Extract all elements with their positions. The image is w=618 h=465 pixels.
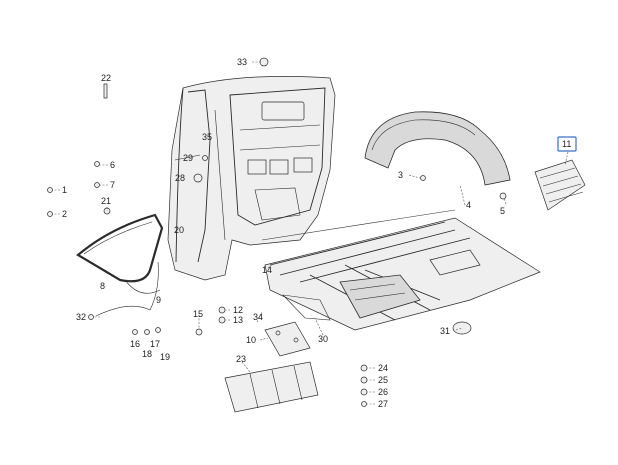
callout-30: 30 (318, 334, 328, 344)
callout-34: 34 (253, 312, 263, 322)
callout-32: 32 (76, 312, 86, 322)
callout-28: 28 (175, 173, 185, 183)
callout-31: 31 (440, 326, 450, 336)
callout-29: 29 (183, 153, 193, 163)
callout-4: 4 (466, 200, 471, 210)
floor-plate (264, 321, 311, 357)
callout-15: 15 (193, 309, 203, 319)
callout-25: 25 (378, 375, 388, 385)
callout-11-highlight-box (557, 136, 577, 152)
wiring-harness (95, 261, 161, 317)
callout-33: 33 (237, 57, 247, 67)
callout-22: 22 (101, 73, 111, 83)
callout-5: 5 (500, 206, 505, 216)
callout-3: 3 (398, 170, 403, 180)
callout-16: 16 (130, 339, 140, 349)
fasteners (47, 57, 507, 407)
callout-19: 19 (160, 352, 170, 362)
callout-9: 9 (156, 295, 161, 305)
callout-18: 18 (142, 349, 152, 359)
callout-labels: 1 2 3 4 5 6 7 8 9 10 11 12 13 14 15 16 1… (62, 57, 577, 409)
cab-frame (167, 76, 336, 281)
callout-27: 27 (378, 399, 388, 409)
side-grille-part-11 (534, 159, 586, 211)
callout-6: 6 (110, 160, 115, 170)
bracket (282, 294, 331, 321)
callout-24: 24 (378, 363, 388, 373)
chassis-floor (261, 209, 541, 331)
callout-23: 23 (236, 354, 246, 364)
leader-lines (52, 61, 569, 405)
callout-17: 17 (150, 339, 160, 349)
callout-7: 7 (110, 180, 115, 190)
callout-14: 14 (262, 265, 272, 275)
callout-2: 2 (62, 209, 67, 219)
rear-fender (364, 111, 511, 186)
callout-21: 21 (101, 196, 111, 206)
callout-26: 26 (378, 387, 388, 397)
door-panel (76, 213, 164, 283)
callout-11[interactable]: 11 (562, 139, 571, 149)
callout-20: 20 (174, 225, 184, 235)
callout-8: 8 (100, 281, 105, 291)
callout-12: 12 (233, 305, 243, 315)
callout-10: 10 (246, 335, 256, 345)
floor-tray (224, 361, 319, 413)
callout-35: 35 (202, 132, 212, 142)
callout-1: 1 (62, 185, 67, 195)
callout-13: 13 (233, 315, 243, 325)
